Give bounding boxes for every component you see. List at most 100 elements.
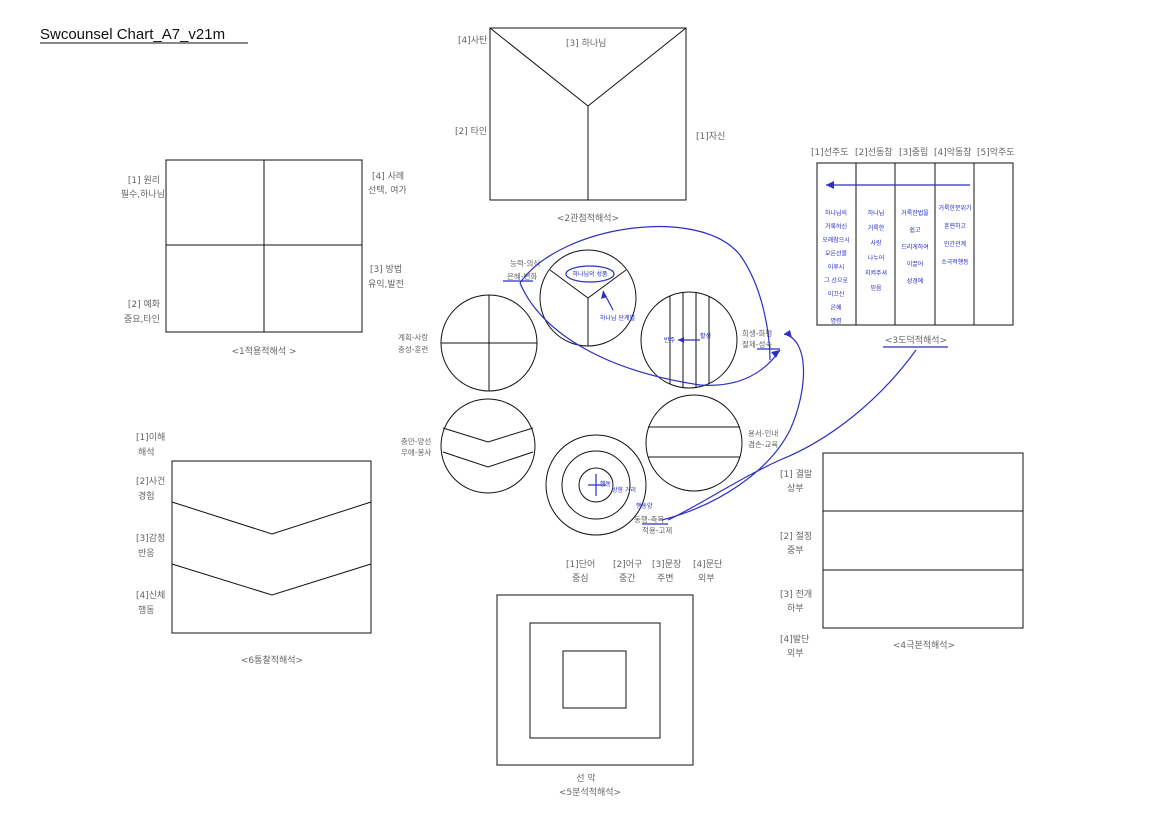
panel-application: [1] 원리 필수,하나님 [2] 예화 중요,타인 [3] 방법 유익,발전 … — [121, 159, 407, 357]
hand-right-b: 활성 — [700, 332, 711, 340]
panel4-label-2b: 중부 — [787, 545, 804, 556]
center-bottom-b: 적용-고제 — [642, 525, 672, 535]
panel3-note: 오래참으시 — [822, 236, 850, 244]
circle-analytical-outer — [545, 434, 647, 536]
center-left2-a: 충만-양선 — [401, 437, 431, 446]
center-right2-b: 겸손-교육 — [748, 439, 778, 449]
panel4-label-1a: [1] 결말 — [780, 468, 812, 480]
center-bottom-a: 동행-축복 — [634, 514, 664, 524]
chart-title: Swcounsel Chart_A7_v21m — [40, 26, 225, 43]
panel1-q1-a: [1] 원리 — [128, 175, 160, 186]
panel4-label-3b: 하부 — [787, 603, 804, 614]
panel5-top-3b: 주변 — [657, 573, 674, 584]
panel4-label-1b: 상부 — [787, 483, 804, 494]
hand-oval-top — [565, 265, 615, 283]
panel2-caption: <2관점적해석> — [557, 212, 619, 224]
hand-top-circle-text: 하나님의 성품 — [572, 270, 608, 278]
panel5-top-4a: [4]문단 — [693, 559, 722, 570]
hand-loop-top — [519, 226, 771, 361]
panel1-q4-a: [4] 사례 — [372, 171, 404, 182]
panel6-label-2a: [2]사건 — [136, 476, 165, 487]
panel6-chevron-1 — [171, 501, 372, 535]
panel6-label-4b: 행동 — [138, 604, 155, 616]
center-left2-b: 우애-봉사 — [401, 448, 431, 457]
hand-bottom-c: 행동양 — [636, 502, 653, 510]
panel3-note: 모든선을 — [825, 250, 848, 258]
panel3-note: 이끌어 — [907, 260, 924, 268]
hand-link-moral — [667, 349, 917, 521]
panel-analytical: [1]단어 중심 [2]어구 중간 [3]문장 주변 [4]문단 외부 선 악 … — [496, 559, 722, 798]
circle-analytical-inner — [578, 467, 614, 503]
panel6-caption: <6통찰적해석> — [241, 654, 303, 666]
circle-drama — [645, 394, 743, 492]
panel3-header-5: [5]악주도 — [977, 146, 1015, 158]
panel2-label-4: [4]사탄 — [458, 35, 487, 46]
panel5-top-1a: [1]단어 — [566, 559, 595, 570]
panel1-q2-b: 중요,타인 — [124, 314, 160, 325]
arrow-left-icon — [826, 181, 834, 189]
center-cluster: 능력-의식 은혜-변화 계획-사랑 충성-훈련 충만-양선 우애-봉사 희생-화… — [398, 226, 917, 536]
panel3-note: 거룩하신 — [825, 223, 847, 231]
panel5-top-1b: 중심 — [572, 573, 589, 584]
panel6-label-2b: 경험 — [138, 490, 155, 502]
panel6-label-3a: [3]감정 — [136, 532, 165, 544]
hand-loop-bottom — [519, 282, 781, 386]
hand-right-a: 반주 — [664, 336, 676, 344]
panel3-caption: <3도덕적해석> — [885, 334, 947, 346]
panel5-top-4b: 외부 — [698, 572, 715, 584]
panel3-header-4: [4]악동참 — [934, 146, 972, 158]
panel3-header-3: [3]중립 — [899, 147, 928, 158]
panel6-label-1b: 해석 — [138, 447, 155, 458]
panel2-label-3: [3] 하나님 — [566, 38, 606, 49]
panel4-label-3a: [3] 전개 — [780, 589, 812, 600]
hand-bottom-b: 방향 거리 — [612, 486, 636, 494]
panel5-inner-square — [562, 650, 627, 709]
panel1-q3-a: [3] 방법 — [370, 264, 402, 275]
panel6-label-1a: [1]이해 — [136, 432, 165, 443]
panel-perspective: [1]자신 [2] 타인 [3] 하나님 [4]사탄 <2관점적해석> — [455, 27, 725, 224]
center-top-b: 은혜-변화 — [507, 272, 537, 281]
circle-moral — [640, 291, 738, 389]
panel3-header-1: [1]선주도 — [811, 147, 849, 158]
panel4-box — [822, 452, 1024, 629]
circle-insight — [440, 398, 536, 494]
panel1-q4-b: 선택, 여가 — [368, 184, 407, 196]
hand-link-bottom — [661, 333, 805, 521]
center-top-a: 능력-의식 — [510, 258, 540, 268]
arrow-up-icon — [601, 291, 607, 299]
panel5-good-evil: 선 악 — [576, 772, 595, 784]
panel-drama: [1] 결말 상부 [2] 절정 중부 [3] 전개 하부 [4]발단 외부 <… — [780, 452, 1024, 659]
panel3-note: 거룩한 — [868, 224, 885, 232]
center-right2-a: 용서-인내 — [748, 428, 778, 438]
panel5-top-3a: [3]문장 — [652, 559, 681, 570]
hand-bottom-a: 행동 — [600, 480, 612, 488]
arrow-right-icon — [771, 350, 780, 358]
panel3-box — [816, 162, 1014, 326]
panel3-note: 거룩한분위기 — [938, 204, 971, 212]
panel2-label-2: [2] 타인 — [455, 126, 487, 137]
hand-top-circle-text2: 하나님 단계별 — [600, 314, 635, 322]
panel3-note: 그 선으로 — [824, 277, 848, 285]
panel4-caption: <4극본적해석> — [893, 639, 955, 651]
panel5-top-2b: 중간 — [619, 573, 636, 584]
panel1-q1-b: 필수,하나님 — [121, 188, 165, 200]
circle-insight-chevron-1 — [442, 427, 534, 443]
panel6-box — [171, 460, 372, 634]
center-left1-b: 충성-훈련 — [398, 344, 428, 354]
panel4-label-4b: 외부 — [787, 647, 804, 659]
panel5-top-2a: [2]어구 — [613, 559, 642, 570]
panel1-caption: <1적용적해석 > — [231, 345, 296, 357]
panel5-outer-square — [496, 594, 694, 766]
panel1-q3-b: 유익,발전 — [368, 278, 404, 290]
center-right1-b: 절제-성숙 — [742, 340, 772, 349]
panel3-note: 인간관계 — [944, 240, 966, 248]
panel3-note: 쉽고 — [909, 226, 921, 234]
panel3-note: 은혜 — [830, 304, 841, 312]
panel3-note: 성경에 — [907, 277, 924, 285]
circle-insight-chevron-2 — [442, 451, 534, 468]
arrow-left-icon — [678, 337, 684, 343]
arrow-up-icon — [784, 330, 792, 338]
panel6-label-4a: [4]신체 — [136, 590, 165, 601]
panel-insight: [1]이해 해석 [2]사건 경험 [3]감정 반응 [4]신체 행동 <6통찰… — [136, 432, 372, 666]
